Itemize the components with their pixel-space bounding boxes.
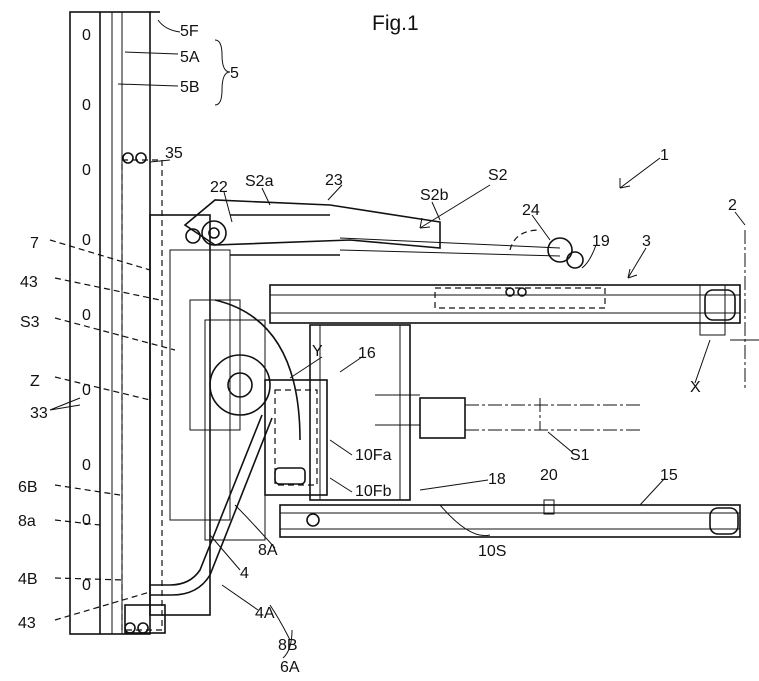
label-18: 18 [488,471,506,488]
label-33: 33 [30,405,48,422]
label-3: 3 [642,233,651,250]
lower-beam [280,500,740,537]
label-10fa: 10Fa [355,447,392,464]
label-24: 24 [522,202,540,219]
pivot-y [210,300,300,440]
label-43: 43 [18,615,36,632]
label-22: 22 [210,179,228,196]
box-16 [265,325,410,500]
label-5b: 5B [180,79,200,96]
label-35: 35 [165,145,183,162]
label-8a: 8A [258,542,278,559]
reference-labels: 5F5A55B13522S2a23S2bS2242193743S3Y16XZ33… [18,23,737,676]
cylinder-s1 [375,395,640,438]
label-10s: 10S [478,543,506,560]
label-5: 5 [230,65,239,82]
label-x: X [690,379,701,396]
rail-holes: 000000000 [82,27,91,594]
leader-lines [50,20,745,658]
label-z: Z [30,373,40,390]
rail-hole: 0 [82,307,91,324]
label-s2a: S2a [245,173,274,190]
rail-hole: 0 [82,97,91,114]
label-y: Y [312,343,323,360]
label-7: 7 [30,235,39,252]
rail-hole: 0 [82,512,91,529]
label-4a: 4A [255,605,275,622]
label-s2b: S2b [420,187,449,204]
label-23: 23 [325,172,343,189]
label-10fb: 10Fb [355,483,392,500]
label-2: 2 [728,197,737,214]
arm-4 [150,415,272,595]
label-s1: S1 [570,447,590,464]
label-1: 1 [660,147,669,164]
label-6b: 6B [18,479,38,496]
label-8b: 8B [278,637,298,654]
label-20: 20 [540,467,558,484]
upper-beam [270,285,740,323]
rail-hole: 0 [82,457,91,474]
label-s2: S2 [488,167,508,184]
label-4: 4 [240,565,249,582]
label-16: 16 [358,345,376,362]
label-s3: S3 [20,314,40,331]
label-19: 19 [592,233,610,250]
label-5f: 5F [180,23,199,40]
label-4b: 4B [18,571,38,588]
carriage [122,153,265,633]
mast-2 [700,230,759,390]
rail-hole: 0 [82,162,91,179]
label-5a: 5A [180,49,200,66]
label-6a: 6A [280,659,300,676]
label-8a: 8a [18,513,36,530]
label-43: 43 [20,274,38,291]
rail-hole: 0 [82,27,91,44]
rail-hole: 0 [82,232,91,249]
label-15: 15 [660,467,678,484]
figure-title: Fig.1 [372,12,419,35]
